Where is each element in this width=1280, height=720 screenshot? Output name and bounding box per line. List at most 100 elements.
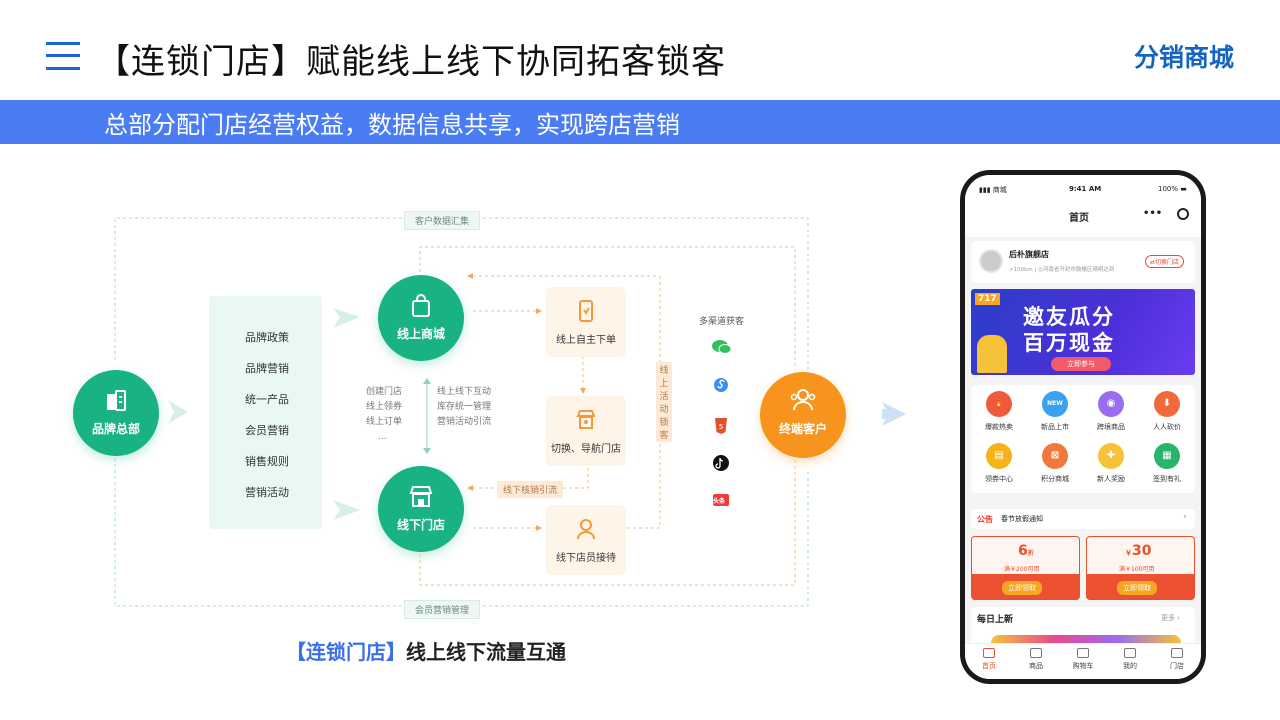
node-label: 线上商城 [396, 327, 445, 341]
orange-top-line [419, 246, 796, 370]
grid-item[interactable]: ◉跨境商品 [1089, 391, 1133, 437]
grid-item[interactable]: ▤领券中心 [977, 443, 1021, 489]
promo-banner[interactable]: 717 邀友瓜分 百万现金 立即参与 [971, 289, 1195, 375]
store-icon [1171, 648, 1183, 658]
toutiao-icon [713, 494, 729, 506]
profile-icon [1124, 648, 1136, 658]
html5-icon: 5 [715, 418, 727, 434]
promo-figure [977, 335, 1007, 373]
menu-icon[interactable] [46, 40, 80, 72]
building-icon [107, 390, 126, 411]
bargain-icon: ⬇ [1154, 391, 1180, 417]
channels-title: 多渠道获客 [699, 317, 745, 327]
chevron-right-icon: › [1183, 512, 1187, 522]
tab-label: 我的 [1123, 662, 1137, 670]
left-notes: 创建门店 线上领券 线上订单 ... [366, 385, 402, 445]
card-staff-reception: 线下店员接待 [546, 505, 626, 575]
policy-item: 销售规则 [245, 455, 289, 468]
policy-item: 营销活动 [245, 486, 289, 499]
brand-logo-text: 分销商城 [1133, 43, 1234, 72]
lock-line [625, 276, 661, 529]
grid-item[interactable]: ▦签到有礼 [1145, 443, 1189, 489]
promo-join-button[interactable]: 立即参与 [1051, 357, 1111, 371]
store-location: >100km | ◎河南省开封市鼓楼区晴明达到 [1009, 267, 1115, 273]
coupon-card[interactable]: ￥30 满￥100可用 立即领取 [1086, 536, 1195, 600]
note-item: 营销活动引流 [437, 417, 492, 427]
policy-list: 品牌政策 品牌营销 统一产品 会员营销 销售规则 营销活动 [209, 296, 322, 529]
card-switch-store: 切换、导航门店 [546, 396, 626, 466]
coupon-claim-button[interactable]: 立即领取 [1117, 581, 1157, 595]
promo-badge: 717 [975, 293, 1000, 305]
notice-bar[interactable]: 公告 春节放假通知 › [971, 509, 1195, 529]
daily-new-section: 每日上新 更多 › [971, 607, 1195, 647]
more-dots-icon[interactable]: ••• [1143, 208, 1163, 219]
coupon-condition: 满￥200可用 [1004, 566, 1040, 573]
tab-item[interactable]: 我的 [1112, 648, 1148, 671]
policy-item: 品牌营销 [245, 362, 289, 375]
node-online-store: 线上商城 [378, 275, 464, 361]
tab-item[interactable]: 门店 [1159, 648, 1195, 671]
diagram-caption: 【连锁门店】线上线下流量互通 [286, 636, 566, 665]
points-mall-icon: ⊠ [1042, 443, 1068, 469]
policy-item: 会员营销 [245, 424, 289, 437]
more-link[interactable]: 更多 › [1161, 614, 1181, 622]
note-item: 库存统一管理 [437, 402, 492, 412]
grid-item[interactable]: ✚新人奖励 [1089, 443, 1133, 489]
policy-item: 统一产品 [245, 393, 289, 406]
tab-item[interactable]: 商品 [1018, 648, 1054, 671]
phone-mockup: ▮▮▮ 商城 9:41 AM 100% ▬ 首页 ••• 后朴旗舰店 >100k… [960, 170, 1206, 684]
app-page-title: 首页 [1069, 213, 1089, 224]
cart-icon [1077, 648, 1089, 658]
notice-tag: 公告 [977, 515, 993, 524]
goods-icon [1030, 648, 1042, 658]
tab-label: 门店 [1170, 662, 1184, 670]
note-item: 线上订单 [366, 417, 403, 427]
app-header: ▮▮▮ 商城 9:41 AM 100% ▬ 首页 ••• [965, 175, 1201, 237]
battery: 100% ▬ [1158, 185, 1187, 193]
coupon-card[interactable]: 6折 满￥200可用 立即领取 [971, 536, 1080, 600]
node-offline-store: 线下门店 [378, 466, 464, 552]
caption-highlight: 【连锁门店】 [286, 640, 406, 664]
card-label: 切换、导航门店 [551, 444, 621, 455]
notice-text: 春节放假通知 [1001, 515, 1043, 523]
orange-bottom-line [419, 450, 796, 586]
daily-new-title: 每日上新 [977, 615, 1014, 625]
customers-icon [790, 389, 816, 411]
grid-item-label: 跨境商品 [1097, 423, 1125, 431]
close-target-icon[interactable] [1177, 208, 1189, 220]
new-arrival-icon: NEW [1042, 391, 1068, 417]
tag-offline-verify: 线下核销引流 [497, 481, 564, 498]
grid-item[interactable]: ⊠积分商城 [1033, 443, 1077, 489]
node-brand-hq: 品牌总部 [73, 370, 159, 456]
tab-item[interactable]: 首页 [971, 648, 1007, 671]
tiktok-icon [713, 455, 729, 471]
tab-label: 商品 [1029, 662, 1043, 670]
promo-headline-2: 百万现金 [1023, 331, 1115, 355]
hot-sale-icon: 🔥 [986, 391, 1012, 417]
coupon-value: 6折 [1018, 543, 1034, 559]
grid-item[interactable]: 🔥爆款热卖 [977, 391, 1021, 437]
node-label: 线下门店 [396, 518, 445, 532]
promo-headline: 邀友瓜分 [1023, 305, 1115, 329]
node-terminal-customer: 终端客户 [760, 372, 846, 458]
tag-customer-data: 客户数据汇集 [404, 211, 481, 230]
tab-label: 首页 [982, 662, 996, 670]
coupon-value: ￥30 [1125, 543, 1152, 559]
tag-member-marketing: 会员营销管理 [404, 600, 481, 619]
mini-program-icon [714, 378, 728, 392]
switch-store-button[interactable]: ⇄切换门店 [1145, 255, 1185, 268]
phone-order-icon [579, 300, 593, 322]
coupon-claim-button[interactable]: 立即领取 [1002, 581, 1042, 595]
card-online-order: 线上自主下单 [546, 287, 626, 357]
note-item: ... [378, 432, 387, 442]
caption-text: 线上线下流量互通 [406, 640, 566, 664]
phone-screen: ▮▮▮ 商城 9:41 AM 100% ▬ 首页 ••• 后朴旗舰店 >100k… [965, 175, 1201, 679]
policy-item: 品牌政策 [245, 331, 289, 344]
coupon-condition: 满￥100可用 [1119, 566, 1155, 573]
note-item: 线上领券 [366, 402, 403, 412]
tab-item[interactable]: 购物车 [1065, 648, 1101, 671]
grid-item[interactable]: ⬇人人砍价 [1145, 391, 1189, 437]
store-card[interactable]: 后朴旗舰店 >100km | ◎河南省开封市鼓楼区晴明达到 ⇄切换门店 [971, 241, 1195, 283]
